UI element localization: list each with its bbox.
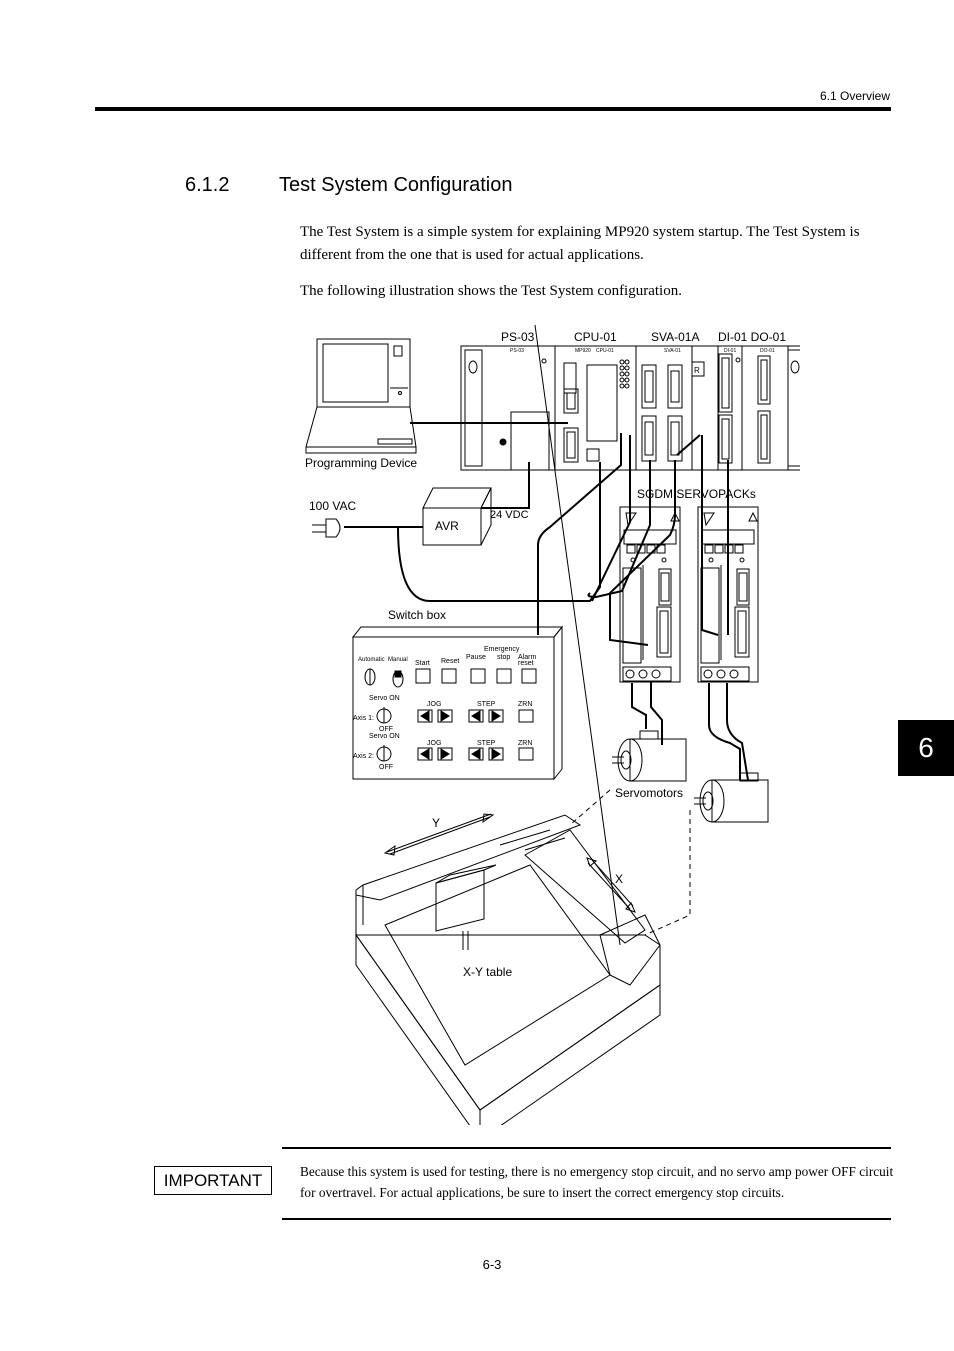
svg-text:ZRN: ZRN [518,740,532,747]
cables [344,422,749,781]
svg-text:JOG: JOG [427,740,441,747]
svg-text:Manual: Manual [388,657,408,663]
power-plug [312,518,341,538]
section-title: Test System Configuration [279,174,513,196]
svg-text:R: R [694,366,700,375]
power-label: 100 VAC [309,499,356,513]
small-ps03: PS-03 [510,348,524,354]
servomotor-1 [612,730,687,782]
svg-text:X: X [615,872,623,886]
svg-text:Automatic: Automatic [358,657,385,663]
y-arrow: Y [383,813,495,856]
label-ps03: PS-03 [501,330,535,344]
svg-text:Start: Start [415,660,430,667]
label-sva01a: SVA-01A [651,330,699,344]
svg-text:stop: stop [497,654,510,661]
small-di01: DI-01 [724,348,736,354]
small-do01: DO-01 [760,348,775,354]
small-sva01: SVA-01 [664,348,681,354]
switch-box: Automatic Manual Start Reset Pause Emerg… [351,625,564,781]
svg-text:Pause: Pause [466,654,486,661]
mp920-rack: PS-03 MP920 CPU-01 SVA-01 DI-01 DO-01 [460,345,800,471]
figure-intro-paragraph: The following illustration shows the Tes… [300,283,682,299]
test-system-diagram: PS-03 CPU-01 SVA-01A DI-01 DO-01 PS-03 M… [305,325,800,1125]
svg-text:JOG: JOG [427,701,441,708]
svg-text:Servo ON: Servo ON [369,695,400,702]
svg-text:Reset: Reset [441,658,459,665]
servomotors-label: Servomotors [615,786,683,800]
label-di-do: DI-01 DO-01 [718,330,786,344]
motor-links [569,789,691,936]
svg-text:ZRN: ZRN [518,701,532,708]
servopack-2 [697,506,759,683]
small-cpu01: CPU-01 [596,348,614,354]
important-label: IMPORTANT [154,1166,272,1195]
servomotor-2 [694,772,769,823]
svg-text:Axis 1:: Axis 1: [353,715,374,722]
svg-text:Servo ON: Servo ON [369,733,400,740]
intro-paragraph: The Test System is a simple system for e… [300,224,860,263]
svg-text:STEP: STEP [477,740,496,747]
dc-label: 24 VDC [490,509,529,521]
small-mp920: MP920 [575,348,591,354]
cpu-leds [619,359,630,389]
chapter-tab: 6 [898,720,954,776]
svg-text:reset: reset [518,660,534,667]
switch-box-label: Switch box [388,608,446,622]
programming-device: Programming Device [305,338,417,470]
x-arrow: X [586,857,636,913]
xy-table: X-Y table [355,325,661,1125]
important-text: Because this system is used for testing,… [300,1164,894,1200]
svg-text:Emergency: Emergency [484,646,520,653]
svg-text:STEP: STEP [477,701,496,708]
running-header: 6.1 Overview [819,89,890,103]
avr-unit: AVR [422,487,492,546]
label-cpu01: CPU-01 [574,330,617,344]
svg-text:Y: Y [432,816,440,830]
svg-text:OFF: OFF [379,726,393,733]
servopacks-label: SGDM SERVOPACKs [637,487,756,501]
svg-text:Axis 2:: Axis 2: [353,753,374,760]
header-rule [95,107,891,111]
important-rule-top [282,1147,891,1149]
important-rule-bottom [282,1218,891,1220]
programming-device-label: Programming Device [305,456,417,470]
servopack-1 [619,506,681,683]
svg-text:OFF: OFF [379,764,393,771]
page-number: 6-3 [482,1257,502,1272]
avr-label: AVR [435,519,459,533]
xy-table-label: X-Y table [463,965,512,979]
svg-text:Alarm: Alarm [518,654,536,661]
section-number: 6.1.2 [185,174,230,196]
